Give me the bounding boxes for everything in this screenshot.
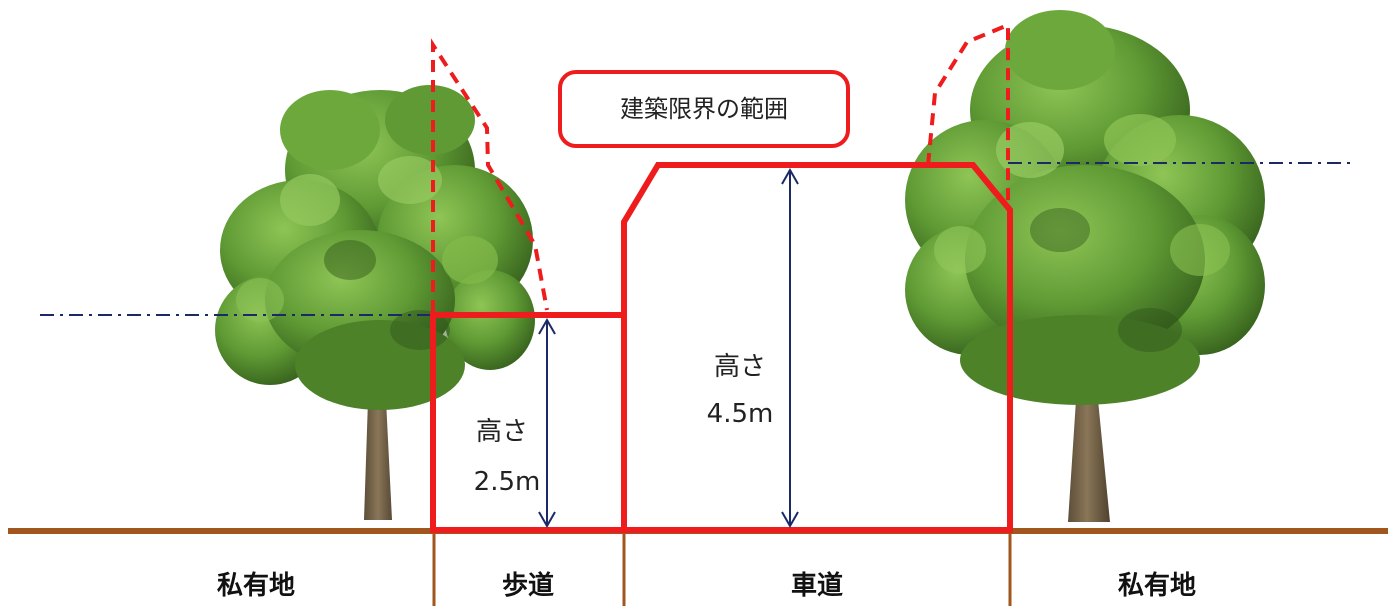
- right-tree-canopy: [905, 10, 1265, 405]
- callout-box: [558, 70, 850, 148]
- right-overhang-dashed-outline: [926, 22, 1010, 210]
- left-tree-canopy: [215, 85, 535, 410]
- left-overhang-dashed-outline: [431, 38, 549, 312]
- sidewalk-height-label: 高さ: [476, 417, 528, 447]
- left-tree: [215, 85, 535, 520]
- roadway-clearance-outline: [621, 162, 1013, 530]
- sidewalk-height-arrow: [538, 317, 556, 529]
- zone-label-right-private: 私有地: [1118, 571, 1196, 601]
- sidewalk-height-value: 2.5m: [474, 467, 541, 497]
- zone-label-left-private: 私有地: [217, 571, 295, 601]
- right-corner-connector: [973, 166, 998, 196]
- roadway-height-arrow: [781, 167, 799, 529]
- roadway-height-label: 高さ: [714, 352, 766, 382]
- clearance-callout: 建築限界の範囲: [558, 70, 850, 148]
- callout-label: 建築限界の範囲: [620, 95, 788, 123]
- roadway-height-value: 4.5m: [707, 399, 774, 429]
- zone-label-roadway: 車道: [791, 570, 843, 601]
- zone-label-sidewalk: 歩道: [502, 570, 554, 601]
- right-tree: [905, 10, 1265, 522]
